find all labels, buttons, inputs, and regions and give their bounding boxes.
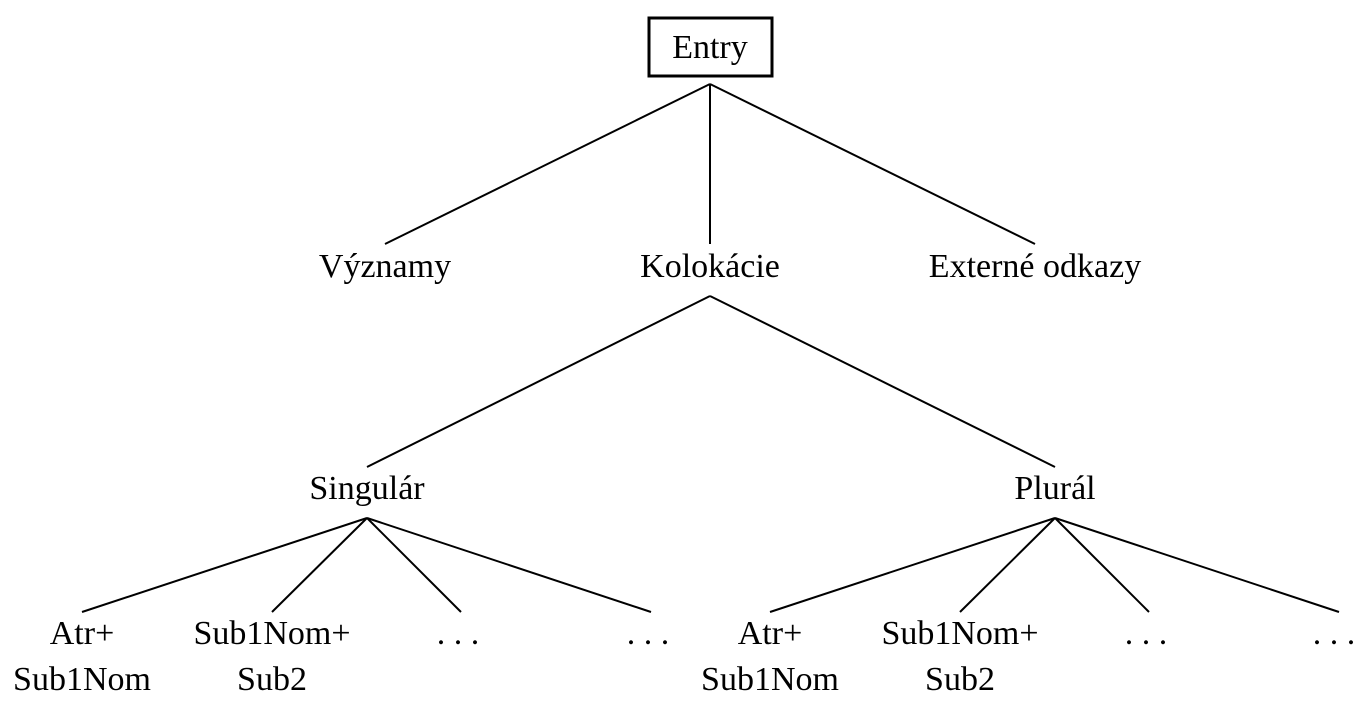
leaf-plural-2-line1: Sub1Nom+	[881, 615, 1038, 652]
edge-singular-leaf4	[366, 517, 652, 613]
leaf-singular-1-line2: Sub1Nom	[13, 661, 151, 698]
root-node-label: Entry	[672, 29, 748, 66]
leaf-singular-2-line1: Sub1Nom+	[193, 615, 350, 652]
leaf-singular-4-ellipsis: . . .	[627, 615, 670, 652]
edge-kolokacie-plural	[709, 295, 1056, 468]
edge-singular-leaf1	[81, 517, 368, 613]
leaf-singular-1-line1: Atr+	[50, 615, 115, 652]
node-plural: Plurál	[1014, 470, 1095, 507]
leaf-singular-2-line2: Sub2	[237, 661, 307, 698]
node-singular: Singulár	[309, 470, 425, 507]
root-node-box	[647, 16, 774, 78]
edge-plural-leaf4	[1054, 517, 1340, 613]
edge-singular-leaf2	[271, 517, 368, 613]
edge-singular-leaf3	[366, 517, 462, 613]
edge-entry-vyznamy	[384, 83, 711, 245]
edge-plural-leaf3	[1054, 517, 1150, 613]
leaf-plural-1-line1: Atr+	[738, 615, 803, 652]
edge-entry-externe	[709, 83, 1036, 245]
edge-plural-leaf1	[769, 517, 1056, 613]
node-kolokacie: Kolokácie	[640, 248, 780, 285]
leaf-plural-4-ellipsis: . . .	[1313, 615, 1356, 652]
leaf-plural-3-ellipsis: . . .	[1125, 615, 1168, 652]
edge-kolokacie-singular	[366, 295, 711, 468]
leaf-plural-2-line2: Sub2	[925, 661, 995, 698]
node-vyznamy: Významy	[319, 248, 451, 285]
leaf-singular-3-ellipsis: . . .	[437, 615, 480, 652]
node-externe-odkazy: Externé odkazy	[929, 248, 1141, 285]
edge-plural-leaf2	[959, 517, 1056, 613]
leaf-plural-1-line2: Sub1Nom	[701, 661, 839, 698]
